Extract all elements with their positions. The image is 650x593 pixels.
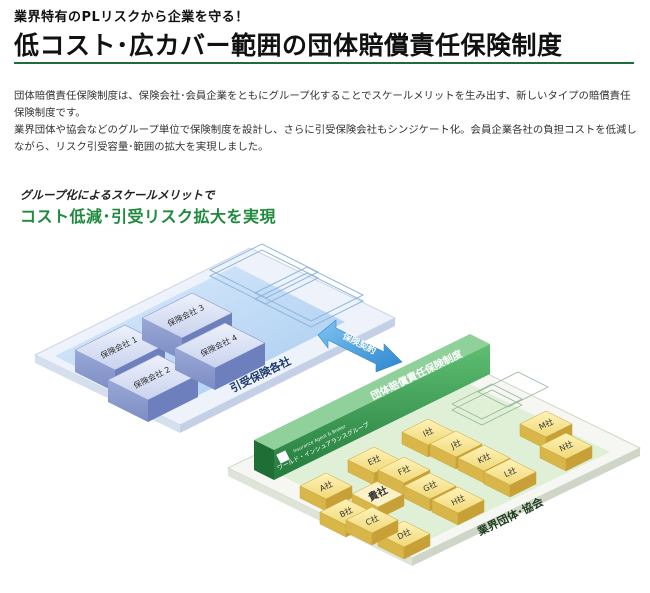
intro-paragraph-2: 業界団体や協会などのグループ単位で保険制度を設計し、さらに引受保険会社もシンジケ… xyxy=(14,124,637,153)
member-block-top xyxy=(483,458,537,486)
member-block-top xyxy=(377,456,431,484)
member-slot-outlines xyxy=(451,371,549,426)
insurer-slot-outlines xyxy=(208,243,365,328)
member-block-top xyxy=(403,472,457,500)
insurer-block-4: 保険会社 4 xyxy=(174,322,266,390)
member-block-top xyxy=(519,410,573,438)
page-title: 低コスト･広カバー範囲の団体賠償責任保険制度 xyxy=(14,31,563,60)
title-underline xyxy=(14,62,634,64)
subhead-line-2: コスト低減･引受リスク拡大を実現 xyxy=(20,207,277,226)
member-label: J社 xyxy=(448,437,463,451)
member-label: L社 xyxy=(502,465,518,479)
member-block: C社 xyxy=(345,506,399,546)
member-label: F社 xyxy=(396,463,412,478)
member-block: L社 xyxy=(483,458,537,498)
member-block: A社 xyxy=(299,472,353,512)
member-block-top xyxy=(539,432,593,460)
intro-paragraph-1: 団体賠償責任保険制度は、保険会社･会員企業をともにグループ化することでスケールメ… xyxy=(14,90,631,119)
member-block-top xyxy=(345,506,399,534)
member-block: H社 xyxy=(431,486,485,526)
member-block-top xyxy=(429,430,483,458)
member-block-top xyxy=(457,444,511,472)
member-block: N社 xyxy=(539,432,593,472)
member-label: I社 xyxy=(421,425,435,439)
page-eyebrow: 業界特有のPLリスクから企業を守る！ xyxy=(14,10,249,25)
subhead-line-1: グループ化によるスケールメリットで xyxy=(20,188,215,202)
member-block-top xyxy=(431,486,485,514)
group-insurance-bar: 団体賠償責任保険制度 Insurance Agent & Broker ワールド… xyxy=(254,334,490,480)
member-block-top xyxy=(299,472,353,500)
